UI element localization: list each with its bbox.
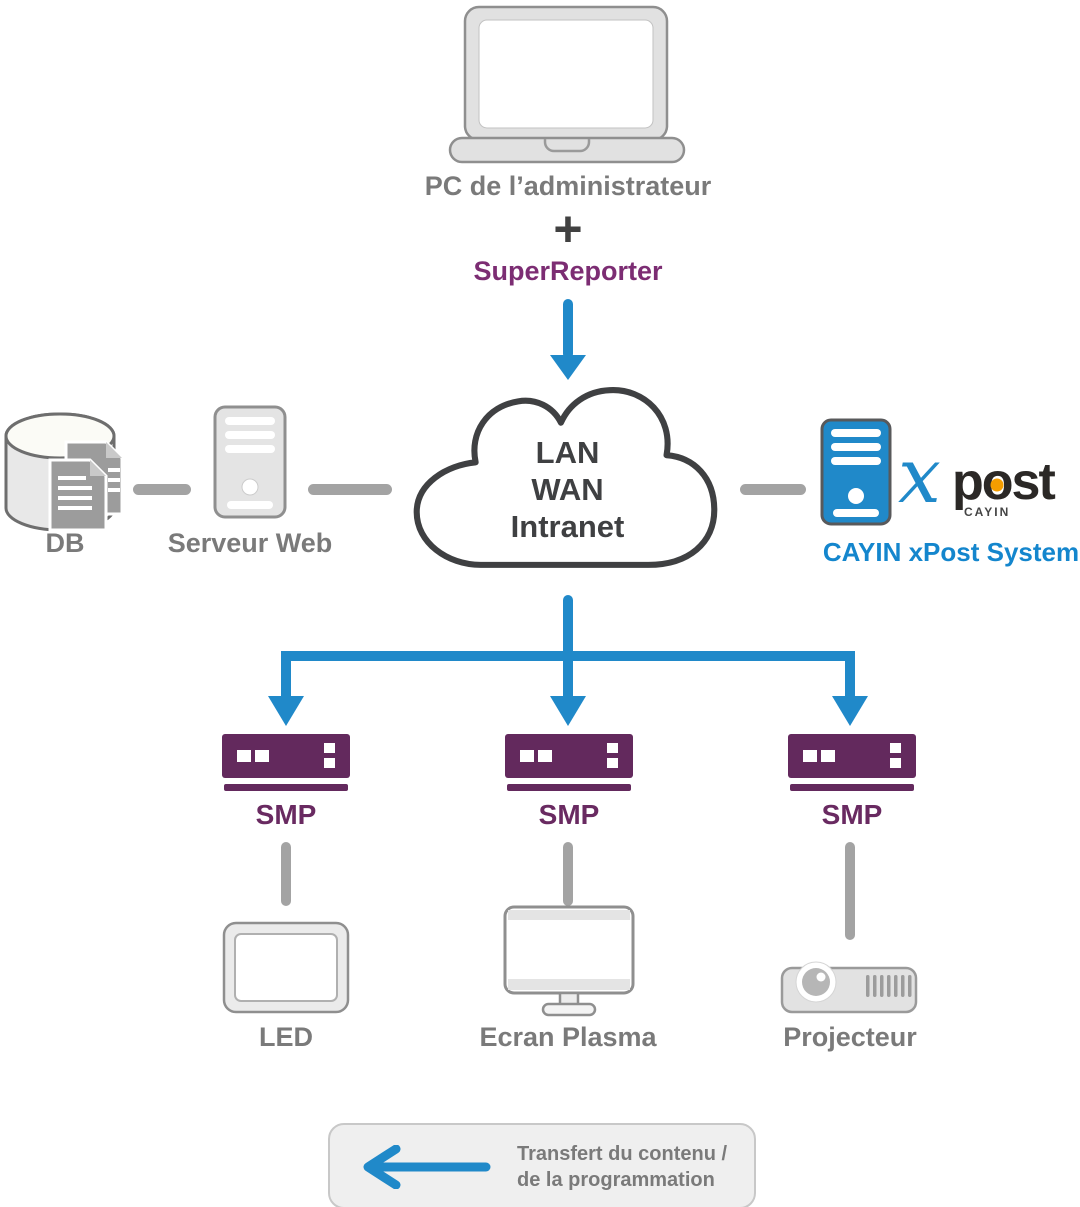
arrowhead-middle <box>550 696 586 726</box>
database-icon <box>4 412 124 532</box>
cloud-icon <box>413 387 718 568</box>
smp-label-3: SMP <box>821 799 883 830</box>
connector-line-smp-projector <box>845 842 855 940</box>
connector-dash-cloud-xpost <box>740 484 806 495</box>
xpost-logo: x post CAYIN <box>898 438 1073 533</box>
connector-line-smp-led <box>281 842 291 906</box>
plus-sign: + <box>553 201 583 257</box>
xpost-logo-cayin: CAYIN <box>964 505 1011 519</box>
legend-arrow-left-icon <box>363 1145 491 1189</box>
xpost-logo-orange-dot <box>990 478 1004 492</box>
web-server-label: Serveur Web <box>167 528 333 558</box>
laptop-icon <box>448 5 686 164</box>
document-front-icon <box>48 458 108 532</box>
connector-line-smp-plasma <box>563 842 573 906</box>
superreporter-label: SuperReporter <box>473 256 663 286</box>
xpost-logo-x: x <box>898 431 941 520</box>
legend-line-1: Transfert du contenu / <box>517 1143 728 1165</box>
xpost-system-label: CAYIN xPost System <box>822 537 1080 567</box>
plasma-label: Ecran Plasma <box>479 1022 657 1052</box>
cloud-line-intranet: Intranet <box>510 509 625 544</box>
xpost-logo-p: p <box>952 453 984 511</box>
xpost-server-icon <box>820 418 892 526</box>
smp-player-icon-1 <box>222 734 350 791</box>
legend-box: Transfert du contenu / de la programmati… <box>328 1123 756 1207</box>
led-label: LED <box>259 1022 313 1052</box>
connector-dash-db-server <box>133 484 191 495</box>
connector-dash-server-cloud <box>308 484 392 495</box>
admin-pc-label: PC de l’administrateur <box>424 171 712 201</box>
smp-player-icon-2 <box>505 734 633 791</box>
legend-line-2: de la programmation <box>517 1169 715 1191</box>
xpost-logo-o: o <box>982 456 1014 508</box>
smp-player-icon-3 <box>788 734 916 791</box>
projector-label: Projecteur <box>783 1022 917 1052</box>
xpost-logo-post: post <box>952 453 1056 511</box>
cloud-line-lan: LAN <box>535 435 600 470</box>
projector-icon <box>780 961 918 1014</box>
db-label: DB <box>45 528 85 558</box>
legend-text: Transfert du contenu / de la programmati… <box>517 1141 727 1193</box>
web-server-icon <box>213 405 287 519</box>
xpost-logo-st: st <box>1011 453 1056 511</box>
cloud-line-wan: WAN <box>531 472 604 507</box>
plasma-screen-icon <box>503 905 635 1017</box>
smp-label-2: SMP <box>538 799 600 830</box>
led-display-icon <box>222 921 350 1014</box>
projector-vents <box>866 975 912 997</box>
arrowhead-right <box>832 696 868 726</box>
arrowhead-left <box>268 696 304 726</box>
arrow-down-icon <box>550 299 586 380</box>
smp-label-1: SMP <box>255 799 317 830</box>
cloud-label: LAN WAN Intranet <box>410 434 725 545</box>
network-tree-arrows <box>268 595 868 726</box>
